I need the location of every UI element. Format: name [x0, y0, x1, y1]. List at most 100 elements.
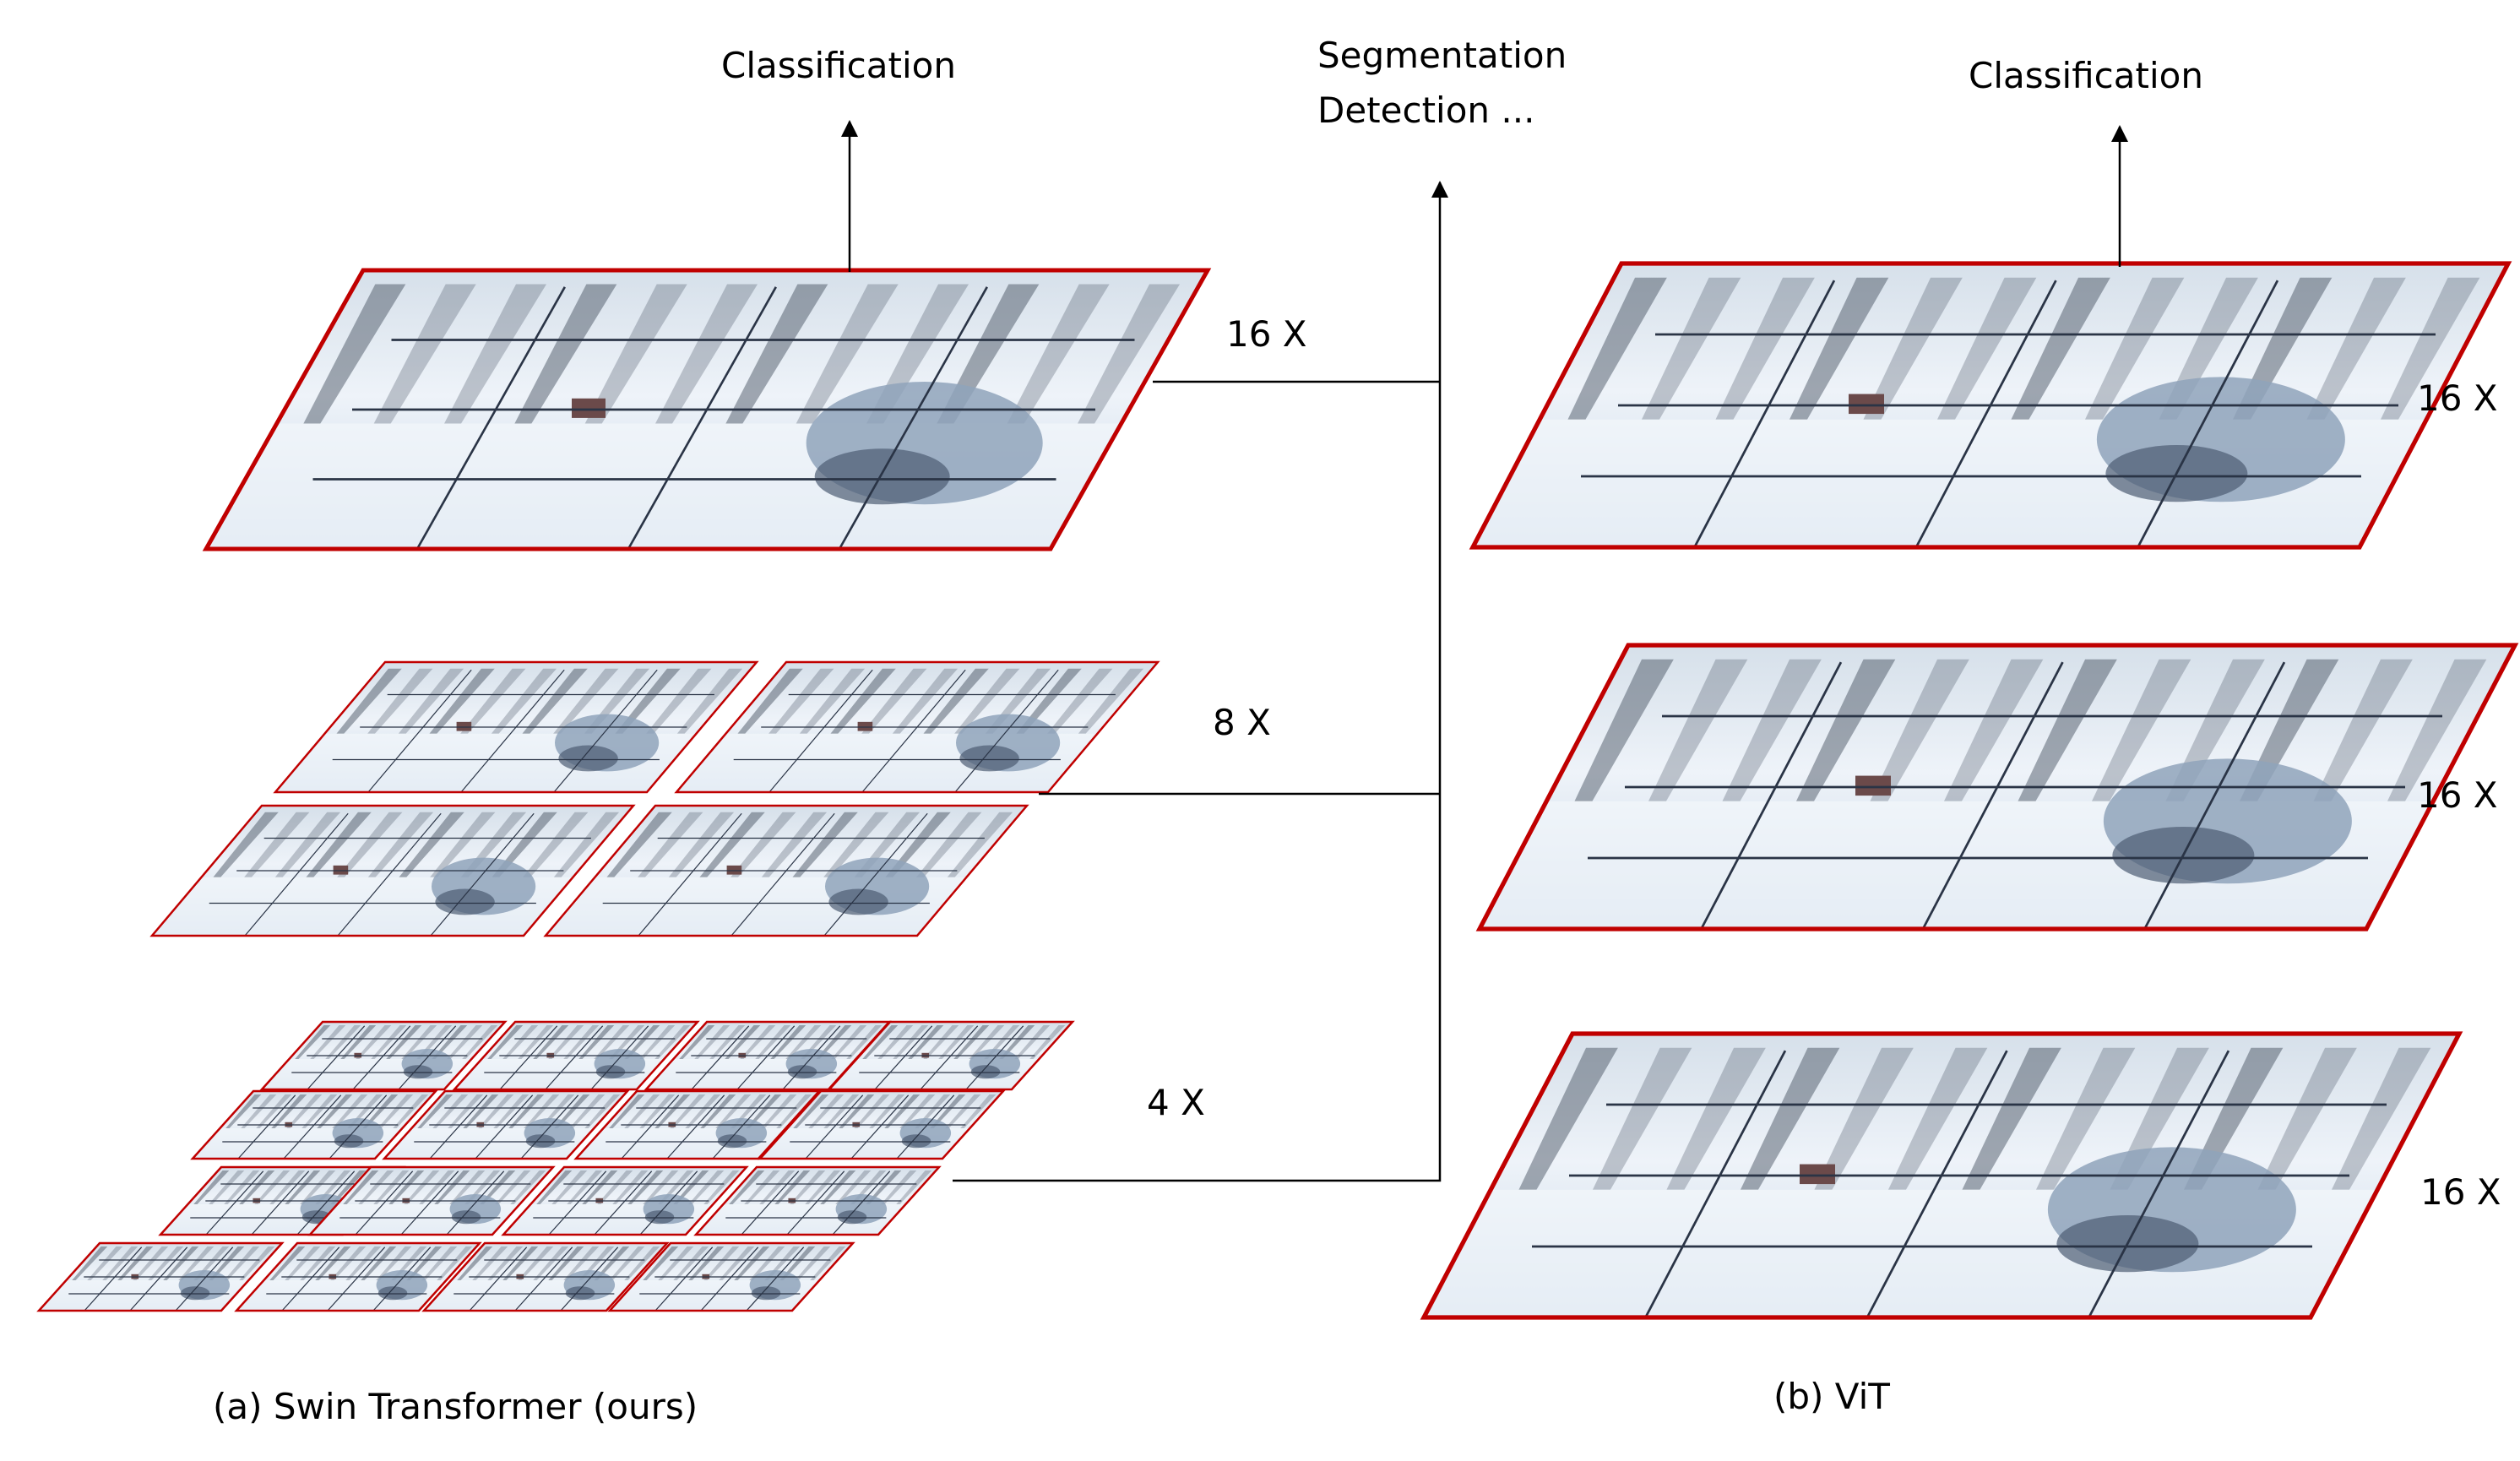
patch-grid [790, 1094, 981, 1160]
vit-scale-label-2: 16 X [2417, 774, 2498, 816]
swin-stage-16x [202, 268, 1212, 551]
connector-4x [953, 181, 1448, 1182]
tree-band [269, 1246, 473, 1280]
tree-band [225, 1094, 429, 1128]
distant-car [726, 865, 742, 875]
patch-border [307, 1165, 556, 1236]
patch-border [674, 660, 1160, 794]
swin-window-4x-13 [36, 1241, 285, 1312]
patch-border [149, 804, 636, 937]
swin-classification-label: Classification [721, 45, 956, 86]
patch-border [234, 1241, 482, 1312]
swin-window-4x-10 [307, 1165, 556, 1236]
swin-scale-16x-label: 16 X [1226, 313, 1307, 355]
distant-car [1849, 394, 1884, 415]
patch-border [543, 804, 1029, 937]
swin-window-8x-1 [273, 660, 759, 794]
swin-window-4x-3 [644, 1020, 892, 1091]
swin-scale-8x-label: 8 X [1213, 702, 1271, 743]
swin-window-4x-12 [693, 1165, 942, 1236]
patch-border [202, 268, 1212, 551]
patch-grid [453, 1246, 645, 1312]
patch-border [501, 1165, 749, 1236]
vit-caption: (b) ViT [1773, 1376, 1890, 1417]
tree-band [1574, 659, 2487, 801]
tree-band [862, 1025, 1066, 1059]
patch-border [421, 1241, 670, 1312]
patch-grid [1581, 280, 2436, 548]
patch-grid [602, 812, 985, 937]
distant-car [857, 721, 873, 731]
tree-band [72, 1246, 275, 1280]
distant-car [1855, 775, 1891, 796]
patch-grid [68, 1246, 260, 1312]
patch-grid [606, 1094, 797, 1160]
tree-band [1518, 1047, 2431, 1190]
patch-grid [1588, 661, 2442, 930]
patch-grid [1532, 1050, 2387, 1318]
patch-grid [533, 1170, 725, 1236]
patch-grid [859, 1025, 1051, 1090]
swin-window-4x-4 [827, 1020, 1075, 1091]
swin-window-4x-16 [607, 1241, 855, 1312]
vit-scale-label-1: 16 X [2417, 377, 2498, 419]
patch-border [573, 1089, 822, 1160]
patch-grid [733, 669, 1116, 793]
patch-grid [291, 1025, 483, 1090]
patch-border [36, 1241, 285, 1312]
swin-window-4x-11 [501, 1165, 749, 1236]
distant-car [572, 398, 606, 418]
swin-stage-4x [36, 1020, 1075, 1312]
swin-window-16x [202, 268, 1212, 551]
patch-border [190, 1089, 438, 1160]
patch-border [273, 660, 759, 794]
patch-grid [676, 1025, 867, 1090]
vit-classification-label: Classification [1969, 55, 2203, 96]
swin-window-4x-7 [573, 1089, 822, 1160]
swin-window-8x-2 [674, 660, 1160, 794]
patch-border [693, 1165, 942, 1236]
vit-patch-grid-2 [1475, 643, 2519, 931]
swin-window-8x-3 [149, 804, 636, 937]
patch-grid [266, 1246, 458, 1312]
swin-scale-4x-label: 4 X [1147, 1082, 1205, 1123]
patch-grid [209, 812, 591, 937]
vit-stage-1 [1469, 261, 2512, 550]
patch-border [259, 1020, 508, 1091]
tree-band [487, 1025, 691, 1059]
vit-patch-grid-1 [1469, 261, 2512, 550]
tree-band [303, 284, 1181, 424]
swin-window-4x-8 [758, 1089, 1006, 1160]
patch-grid [332, 669, 714, 793]
dense-tasks-label-line2: Detection ... [1317, 90, 1534, 131]
patch-border [827, 1020, 1075, 1091]
patch-border [1420, 1031, 2463, 1320]
tree-band [643, 1246, 846, 1280]
feature-connectors [841, 120, 2128, 1182]
distant-car [333, 865, 349, 875]
vit-stage-2 [1475, 643, 2519, 931]
distant-car [456, 721, 472, 731]
swin-window-4x-15 [421, 1241, 670, 1312]
patch-border [452, 1020, 700, 1091]
vit-scale-label-3: 16 X [2420, 1171, 2501, 1213]
swin-window-4x-2 [452, 1020, 700, 1091]
patch-grid [339, 1170, 531, 1236]
patch-grid [222, 1094, 414, 1160]
vit-patch-grid-3 [1420, 1031, 2463, 1320]
patch-border [382, 1089, 630, 1160]
vit-stage-3 [1420, 1031, 2463, 1320]
swin-window-4x-1 [259, 1020, 508, 1091]
patch-border [607, 1241, 855, 1312]
dense-tasks-label-line1: Segmentation [1317, 35, 1567, 76]
swin-window-4x-5 [190, 1089, 438, 1160]
tree-band [729, 1170, 932, 1204]
swin-window-8x-4 [543, 804, 1029, 937]
patch-grid [312, 286, 1135, 550]
patch-grid [725, 1170, 917, 1236]
tree-band [213, 812, 620, 877]
patch-border [1475, 643, 2519, 931]
tree-band [336, 668, 743, 734]
tree-band [737, 668, 1144, 734]
